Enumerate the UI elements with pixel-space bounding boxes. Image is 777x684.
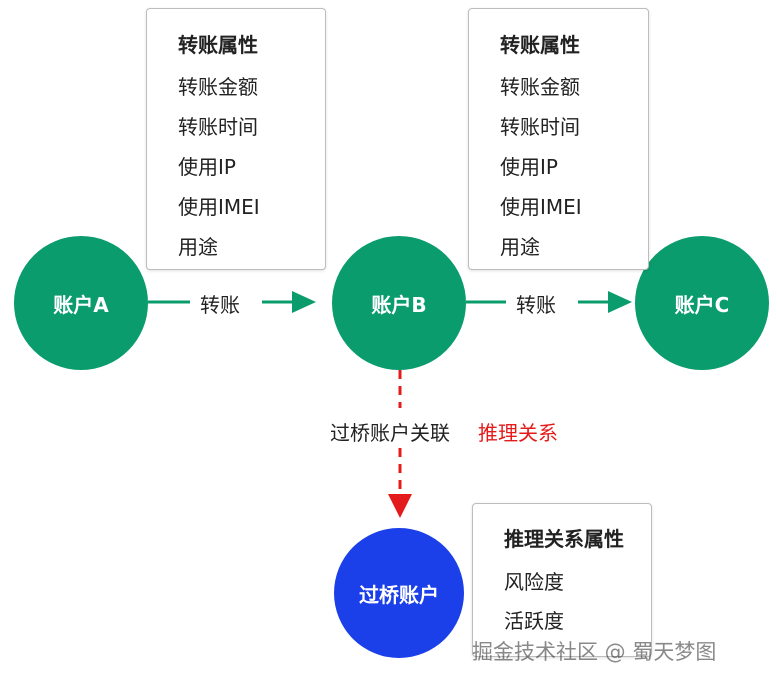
node-bridge-account-label: 过桥账户 bbox=[359, 582, 439, 607]
panel-title: 推理关系属性 bbox=[504, 527, 624, 551]
panel-item-purpose: 用途 bbox=[178, 235, 218, 259]
panel-item-imei: 使用IMEI bbox=[500, 195, 582, 219]
edge-bridge-label: 过桥账户关联 bbox=[330, 417, 450, 446]
panel-title: 转账属性 bbox=[500, 33, 580, 57]
inferred-relation-attributes-panel: 推理关系属性 风险度 活跃度 bbox=[472, 503, 652, 657]
panel-item-time: 转账时间 bbox=[178, 115, 258, 139]
node-account-b[interactable]: 账户B bbox=[332, 236, 466, 370]
panel-title: 转账属性 bbox=[178, 33, 258, 57]
node-account-a-label: 账户A bbox=[53, 292, 109, 317]
panel-item-purpose: 用途 bbox=[500, 235, 540, 259]
edge-a-b-label: 转账 bbox=[200, 289, 240, 318]
node-account-a[interactable]: 账户A bbox=[14, 236, 148, 370]
panel-item-amount: 转账金额 bbox=[178, 75, 258, 99]
node-account-b-label: 账户B bbox=[371, 292, 427, 317]
panel-item-imei: 使用IMEI bbox=[178, 195, 260, 219]
edge-b-c-label: 转账 bbox=[516, 289, 556, 318]
edge-b-bridge-arrowhead bbox=[388, 494, 412, 518]
node-bridge-account[interactable]: 过桥账户 bbox=[334, 528, 464, 658]
node-account-c-label: 账户C bbox=[674, 292, 730, 317]
edge-a-b-arrowhead bbox=[292, 291, 316, 313]
panel-item-amount: 转账金额 bbox=[500, 75, 580, 99]
panel-item-time: 转账时间 bbox=[500, 115, 580, 139]
edge-b-c-arrowhead bbox=[608, 291, 632, 313]
panel-item-ip: 使用IP bbox=[178, 155, 236, 179]
node-account-c[interactable]: 账户C bbox=[635, 236, 769, 370]
edge-bridge-tag: 推理关系 bbox=[478, 417, 558, 446]
panel-item-activity: 活跃度 bbox=[504, 609, 564, 633]
panel-item-ip: 使用IP bbox=[500, 155, 558, 179]
panel-item-risk: 风险度 bbox=[504, 570, 564, 594]
watermark: 掘金技术社区 @ 蜀天梦图 bbox=[472, 640, 717, 664]
transfer-attributes-panel-right: 转账属性 转账金额 转账时间 使用IP 使用IMEI 用途 bbox=[468, 8, 649, 270]
transfer-attributes-panel-left: 转账属性 转账金额 转账时间 使用IP 使用IMEI 用途 bbox=[146, 8, 326, 270]
